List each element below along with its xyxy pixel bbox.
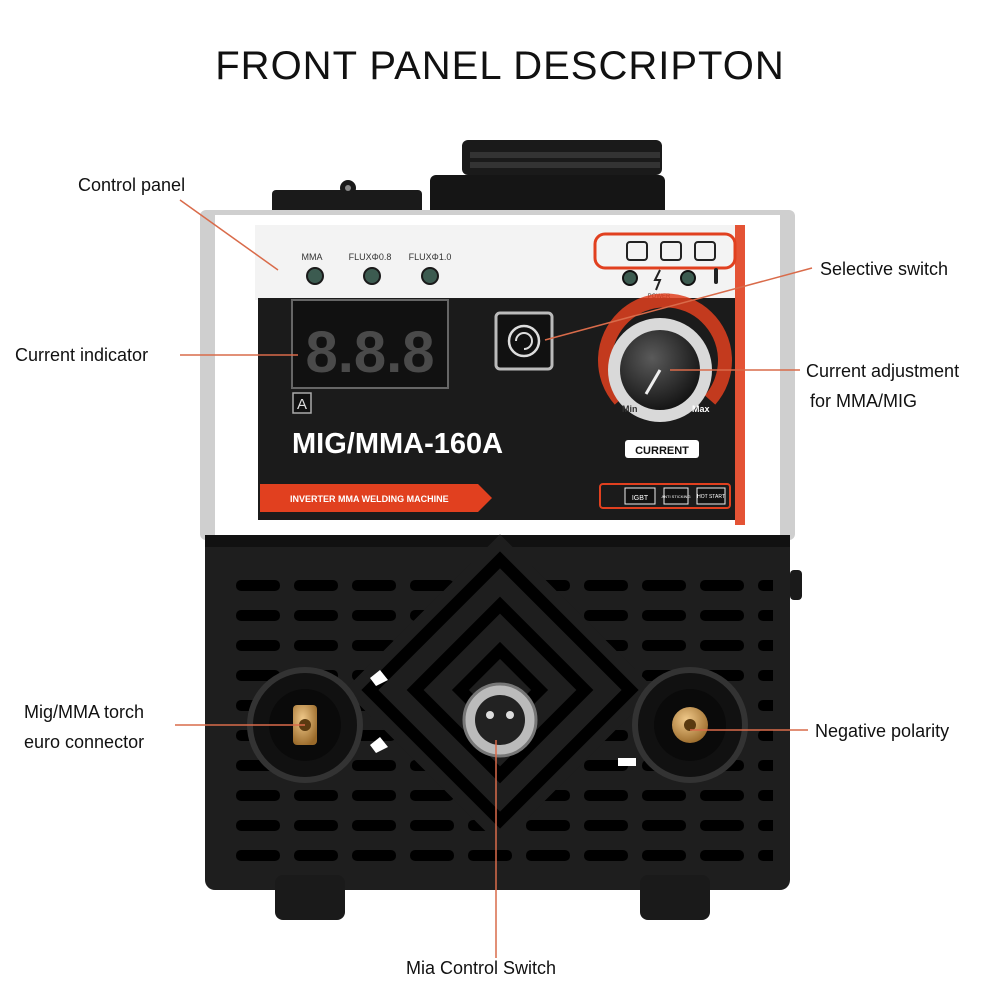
leader-lines — [175, 199, 813, 958]
feet — [275, 875, 710, 920]
led-label-flux-08: FLUXΦ0.8 — [349, 252, 392, 262]
machine-tagline: INVERTER MMA WELDING MACHINE — [290, 494, 449, 504]
display-unit: A — [297, 396, 307, 413]
model-name: MIG/MMA-160A — [292, 428, 503, 460]
callout-negative-polarity: Negative polarity — [815, 721, 950, 741]
badge-igbt: IGBT — [632, 495, 649, 502]
display-digits: 8.8.8 — [306, 320, 435, 385]
thermometer-icon — [714, 268, 718, 284]
page-title: FRONT PANEL DESCRIPTON — [215, 44, 785, 88]
led-label-flux-10: FLUXΦ1.0 — [409, 252, 452, 262]
torch-icon — [370, 670, 388, 753]
machine-tagline-bar: INVERTER MMA WELDING MACHINE — [260, 484, 492, 512]
top-handle — [272, 140, 665, 218]
knob-min-label: Min — [622, 404, 638, 414]
callout-control-switch: Mia Control Switch — [406, 958, 557, 978]
callout-torch-connector-1: Mig/MMA torch — [24, 702, 145, 722]
power-icon — [653, 269, 662, 291]
led-label-mma: MMA — [302, 252, 323, 262]
ground-clamp-icon — [618, 758, 636, 766]
callout-current-indicator: Current indicator — [15, 345, 149, 365]
callout-selective-switch: Selective switch — [820, 259, 949, 279]
callout-torch-connector-2: euro connector — [24, 732, 145, 752]
callout-current-adjustment-1: Current adjustment — [806, 361, 960, 381]
callout-control-panel: Control panel — [78, 175, 186, 195]
badge-hot-start: HOT START — [697, 494, 725, 500]
current-display: 8.8.8 A — [291, 299, 449, 414]
feature-badges: IGBT ANTI STICKING HOT START — [599, 483, 731, 509]
leader-control-panel — [179, 199, 279, 271]
badge-anti-sticking: ANTI STICKING — [661, 494, 690, 499]
leader-selective-switch — [544, 267, 813, 341]
current-knob[interactable]: Min Max CURRENT — [598, 293, 732, 458]
negative-polarity-connector[interactable] — [632, 667, 748, 783]
control-switch-socket[interactable] — [462, 682, 538, 758]
knob-max-label: Max — [692, 404, 710, 414]
mode-indicator-leds: MMA FLUXΦ0.8 FLUXΦ1.0 — [302, 252, 452, 285]
selective-switch[interactable] — [494, 311, 554, 371]
knob-current-label: CURRENT — [635, 445, 689, 457]
callout-current-adjustment-2: for MMA/MIG — [810, 391, 917, 411]
